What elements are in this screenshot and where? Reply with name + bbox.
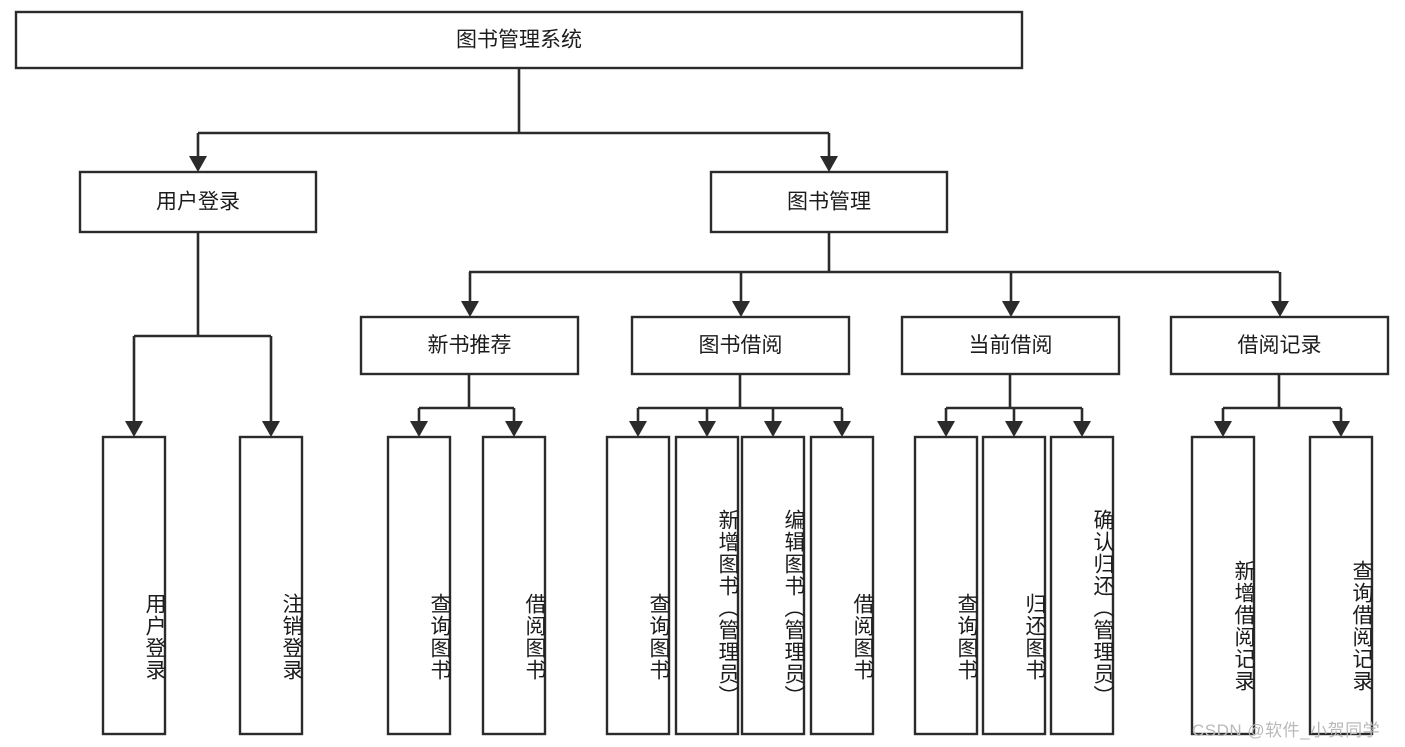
node-book-manage-label: 图书管理 (787, 191, 871, 214)
node-leaf-query-record-box[interactable] (1308, 435, 1374, 736)
node-borrow-record-box[interactable] (1169, 315, 1390, 376)
edge-book-manage-to-borrow-record (1271, 272, 1289, 317)
arrow-head-icon (1332, 421, 1350, 437)
arrow-head-icon (629, 421, 647, 437)
edge-user-login-to-leaf-user-login (125, 336, 143, 437)
edge-current-borrow-to-leaf-return-book (1005, 408, 1023, 437)
arrow-head-icon (1073, 421, 1091, 437)
edge-book-borrow-to-leaf-add-book (698, 408, 716, 437)
connector-bus-book-borrow (638, 374, 842, 410)
arrow-head-icon (410, 421, 428, 437)
edge-user-login-to-leaf-user-logout (262, 336, 280, 437)
edge-current-borrow-to-leaf-confirm-return (1073, 408, 1091, 437)
node-leaf-user-login-box[interactable] (101, 435, 167, 736)
connector-bus-root (198, 68, 829, 135)
arrow-head-icon (1214, 421, 1232, 437)
edge-book-borrow-to-leaf-query-book-2 (629, 408, 647, 437)
node-leaf-borrow-book-1-box[interactable] (481, 435, 547, 736)
node-leaf-add-record-box[interactable] (1190, 435, 1256, 736)
node-book-manage-box[interactable] (709, 170, 949, 234)
node-book-borrow-box[interactable] (630, 315, 851, 376)
connector-layer (125, 68, 1350, 437)
arrow-head-icon (1271, 301, 1289, 317)
arrow-head-icon (732, 301, 750, 317)
arrow-head-icon (698, 421, 716, 437)
edge-borrow-record-to-leaf-query-record (1332, 408, 1350, 437)
node-leaf-edit-book-box[interactable] (740, 435, 806, 736)
edge-borrow-record-to-leaf-add-record (1214, 408, 1232, 437)
edge-book-borrow-to-leaf-edit-book (764, 408, 782, 437)
node-leaf-confirm-return-box[interactable] (1049, 435, 1115, 736)
node-current-borrow-box[interactable] (900, 315, 1121, 376)
edge-root-to-book-manage (820, 133, 838, 172)
edge-root-to-user-login (189, 133, 207, 172)
arrow-head-icon (833, 421, 851, 437)
node-book-borrow-label: 图书借阅 (699, 334, 783, 357)
arrow-head-icon (461, 301, 479, 317)
arrow-head-icon (189, 156, 207, 172)
node-leaf-add-book-box[interactable] (674, 435, 740, 736)
node-root-label: 图书管理系统 (456, 29, 582, 52)
node-current-borrow-label: 当前借阅 (969, 334, 1053, 357)
connector-bus-borrow-record (1223, 374, 1341, 410)
edge-new-book-rec-to-leaf-borrow-book-1 (505, 408, 523, 437)
connector-bus-book-manage (469, 232, 1279, 274)
node-borrow-record-label: 借阅记录 (1238, 334, 1322, 357)
node-box-layer (14, 10, 1390, 736)
node-user-login-label: 用户登录 (156, 191, 240, 214)
node-root-box[interactable] (14, 10, 1024, 70)
arrow-head-icon (1005, 421, 1023, 437)
edge-book-manage-to-current-borrow (1002, 272, 1020, 317)
node-leaf-return-book-box[interactable] (981, 435, 1047, 736)
node-new-book-rec-label: 新书推荐 (428, 334, 512, 357)
edge-book-borrow-to-leaf-borrow-book-2 (833, 408, 851, 437)
edge-new-book-rec-to-leaf-query-book-1 (410, 408, 428, 437)
watermark-text: CSDN @软件_小贺同学 (1192, 721, 1381, 740)
node-leaf-query-book-2-box[interactable] (605, 435, 671, 736)
connector-bus-user-login (134, 232, 271, 338)
arrow-head-icon (764, 421, 782, 437)
arrow-head-icon (820, 156, 838, 172)
node-leaf-query-book-1-box[interactable] (386, 435, 452, 736)
connector-bus-new-book-rec (419, 374, 514, 410)
arrow-head-icon (1002, 301, 1020, 317)
connector-bus-current-borrow (946, 374, 1082, 410)
node-leaf-query-book-3-box[interactable] (913, 435, 979, 736)
node-user-login-box[interactable] (78, 170, 318, 234)
arrow-head-icon (505, 421, 523, 437)
edge-book-manage-to-book-borrow (732, 272, 750, 317)
node-leaf-borrow-book-2-box[interactable] (809, 435, 875, 736)
node-leaf-user-logout-box[interactable] (238, 435, 304, 736)
node-new-book-rec-box[interactable] (359, 315, 580, 376)
edge-current-borrow-to-leaf-query-book-3 (937, 408, 955, 437)
arrow-head-icon (262, 421, 280, 437)
edge-book-manage-to-new-book-rec (461, 272, 479, 317)
arrow-head-icon (125, 421, 143, 437)
arrow-head-icon (937, 421, 955, 437)
